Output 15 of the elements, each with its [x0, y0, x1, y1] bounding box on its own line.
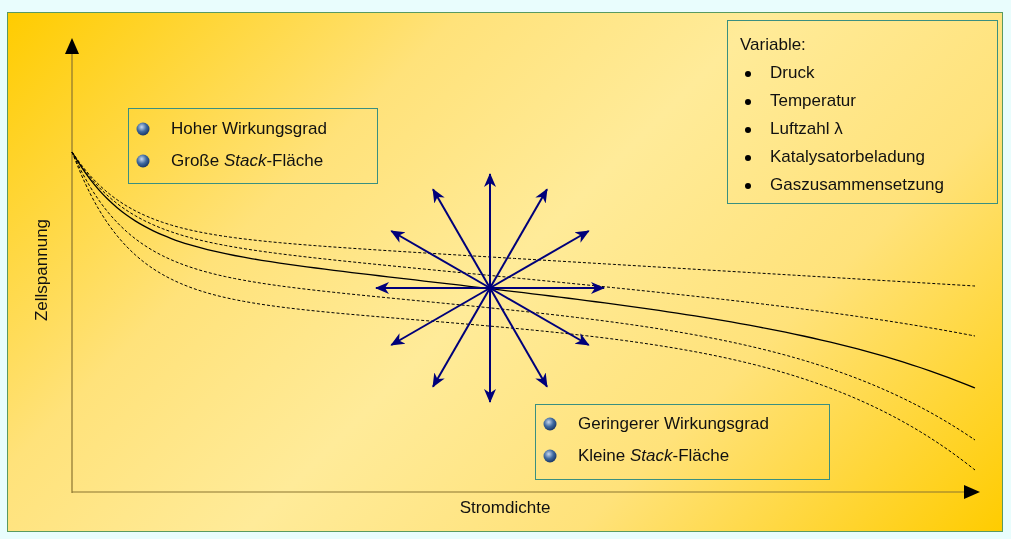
- list-item: Katalysatorbeladung: [770, 147, 925, 167]
- axis-label: Zellspannung: [32, 218, 52, 322]
- list-item: Gaszusammensetzung: [770, 175, 944, 195]
- text-box: [128, 108, 378, 184]
- text-box: [727, 20, 998, 204]
- list-item: Druck: [770, 63, 815, 83]
- list-item: Große Stack-Fläche: [171, 151, 324, 171]
- list-item: Luftzahl λ: [770, 119, 843, 139]
- text-box: [535, 404, 830, 480]
- list-item: Hoher Wirkungsgrad: [171, 119, 327, 139]
- axis-label: Stromdichte: [459, 498, 551, 518]
- list-item: Geringerer Wirkungsgrad: [578, 414, 769, 434]
- list-item: Kleine Stack-Fläche: [578, 446, 730, 466]
- list-item: Temperatur: [770, 91, 856, 111]
- list-heading: Variable:: [740, 35, 806, 55]
